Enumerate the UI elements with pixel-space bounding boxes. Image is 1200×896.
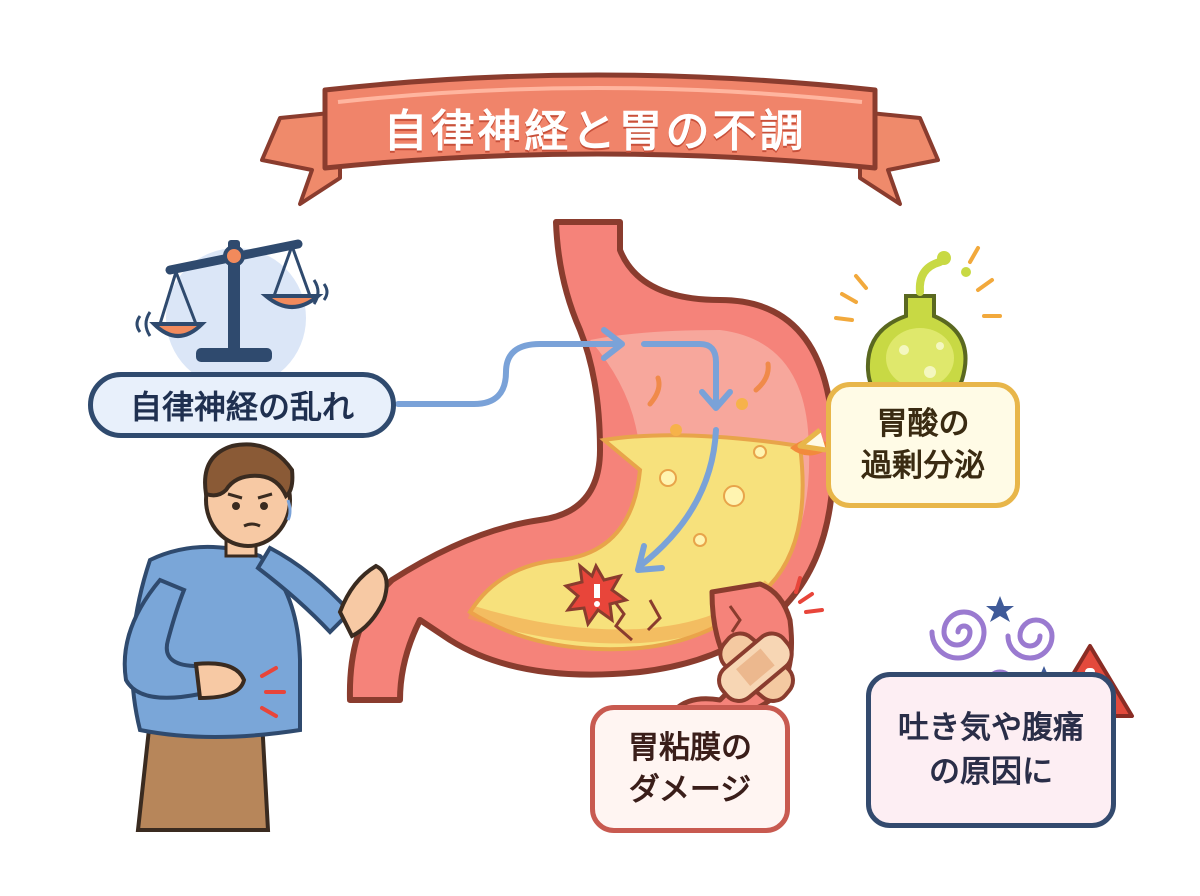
acid-oversecretion-label: 胃酸の 過剰分泌 bbox=[826, 382, 1020, 508]
acid-label-line1: 胃酸の bbox=[877, 403, 970, 445]
symptom-label-line2: の原因に bbox=[929, 750, 1053, 794]
person-illustration bbox=[125, 444, 387, 830]
acid-label-line2: 過剰分泌 bbox=[861, 445, 985, 487]
mucosa-damage-label: 胃粘膜の ダメージ bbox=[590, 705, 790, 833]
symptom-label-line1: 吐き気や腹痛 bbox=[898, 706, 1084, 750]
mucosa-label-line2: ダメージ bbox=[629, 769, 751, 811]
autonomic-label-text: 自律神経の乱れ bbox=[130, 382, 354, 428]
autonomic-imbalance-label: 自律神経の乱れ bbox=[88, 372, 396, 438]
balance-scale-icon bbox=[137, 240, 327, 388]
page-title: 自律神経と胃の不調 bbox=[330, 92, 860, 162]
mucosa-label-line1: 胃粘膜の bbox=[628, 727, 752, 769]
symptom-label: 吐き気や腹痛 の原因に bbox=[866, 672, 1116, 828]
